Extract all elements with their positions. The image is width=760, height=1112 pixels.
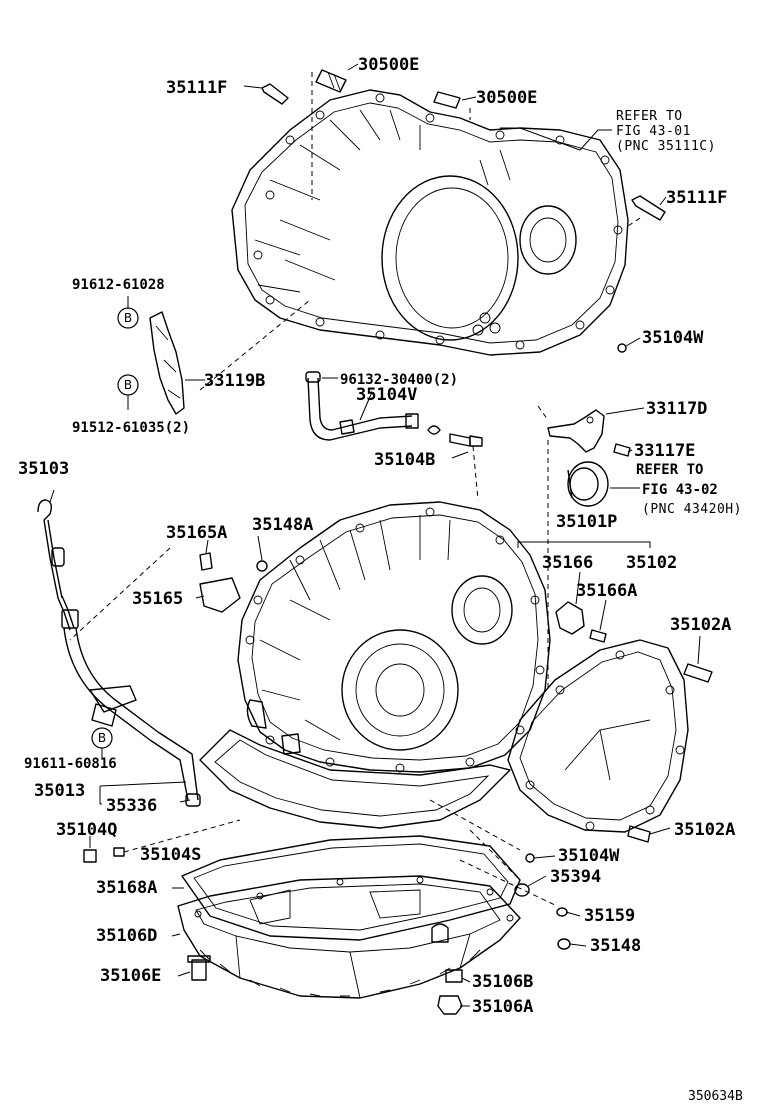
plug-35104w-b [525, 853, 535, 863]
label-35106a: 35106A [472, 997, 533, 1017]
ref1-line2: FIG 43-01 [616, 124, 691, 139]
side-cover-35102 [507, 639, 689, 833]
label-35106b: 35106B [472, 972, 533, 992]
plug-35104w-a [617, 343, 627, 353]
label-35166a: 35166A [576, 581, 637, 601]
ref2-line2: FIG 43-02 [642, 482, 718, 498]
bracket-33117d [547, 409, 605, 453]
hose-35104v [305, 371, 483, 447]
label-35104v: 35104V [356, 385, 417, 405]
label-35394: 35394 [550, 867, 601, 887]
label-35148a: 35148A [252, 515, 313, 535]
bolt-35106e [187, 955, 211, 981]
label-35103: 35103 [18, 459, 69, 479]
oil-pan-35106d [177, 875, 521, 999]
label-91512-61035: 91512-61035(2) [72, 420, 190, 436]
bracket-33119b [149, 311, 185, 415]
label-35104s: 35104S [140, 845, 201, 865]
label-33117e: 33117E [634, 441, 695, 461]
bolt-33117e [613, 443, 631, 457]
label-91611-60816: 91611-60816 [24, 756, 117, 772]
ref2-line1: REFER TO [636, 462, 703, 478]
bolt-35102a-a [683, 663, 713, 683]
label-35159: 35159 [584, 906, 635, 926]
bolt-30500e-a [315, 69, 347, 93]
badge-b-lower: B [117, 374, 139, 396]
bolt-35111f-a [261, 83, 289, 105]
svg-text:B: B [124, 311, 132, 325]
oil-seal [567, 461, 609, 507]
ref2-line3: (PNC 43420H) [642, 502, 742, 517]
pan-gasket-35168a [181, 835, 521, 941]
label-35111f-b: 35111F [666, 188, 727, 208]
drain-plug-35106a [437, 995, 463, 1015]
label-35168a: 35168A [96, 878, 157, 898]
cover-35165 [199, 577, 241, 613]
bolt-30500e-b [433, 91, 461, 109]
svg-text:B: B [124, 378, 132, 392]
label-35102a-b: 35102A [674, 820, 735, 840]
transaxle-case [199, 501, 551, 829]
dipstick-tube-35013 [63, 627, 201, 807]
label-35104w-a: 35104W [642, 328, 704, 348]
label-33119b: 33119B [204, 371, 265, 391]
plug-35148a [256, 560, 268, 572]
label-30500e-b: 30500E [476, 88, 537, 108]
cover-35166 [555, 601, 585, 635]
label-30500e-a: 30500E [358, 55, 419, 75]
label-35166: 35166 [542, 553, 593, 573]
badge-b-upper: B [117, 307, 139, 329]
label-35336: 35336 [106, 796, 157, 816]
label-91612-61028: 91612-61028 [72, 277, 165, 293]
label-33117d: 33117D [646, 399, 707, 419]
o-ring-35159 [556, 907, 568, 917]
label-35106d: 35106D [96, 926, 157, 946]
plug-35148 [557, 938, 571, 950]
ref1-line1: REFER TO [616, 109, 683, 124]
svg-text:B: B [98, 731, 106, 745]
label-35106e: 35106E [100, 966, 161, 986]
label-35165: 35165 [132, 589, 183, 609]
bolt-35104q [83, 849, 97, 863]
label-35102a-a: 35102A [670, 615, 731, 635]
label-35111f-a: 35111F [166, 78, 227, 98]
bolt-35102a-b [627, 825, 651, 843]
dipstick-35103 [37, 499, 79, 631]
label-35104q: 35104Q [56, 820, 117, 840]
label-35104b: 35104B [374, 450, 435, 470]
plug-35104s [113, 847, 125, 857]
bolt-35166a [589, 629, 607, 643]
gasket-35106b [445, 969, 463, 983]
label-35101p: 35101P [556, 512, 617, 532]
transaxle-housing [231, 89, 629, 356]
figure-id: 350634B [688, 1089, 743, 1104]
o-ring-35394 [514, 883, 530, 897]
label-35148: 35148 [590, 936, 641, 956]
label-35102: 35102 [626, 553, 677, 573]
bolt-35165a [199, 552, 213, 571]
label-96132-30400: 96132-30400(2) [340, 372, 458, 388]
badge-b-tube: B [91, 727, 113, 749]
label-35013: 35013 [34, 781, 85, 801]
label-35104w-b: 35104W [558, 846, 620, 866]
label-35165a: 35165A [166, 523, 227, 543]
ref1-line3: (PNC 35111C) [616, 139, 716, 154]
bolt-35111f-b [631, 195, 666, 221]
